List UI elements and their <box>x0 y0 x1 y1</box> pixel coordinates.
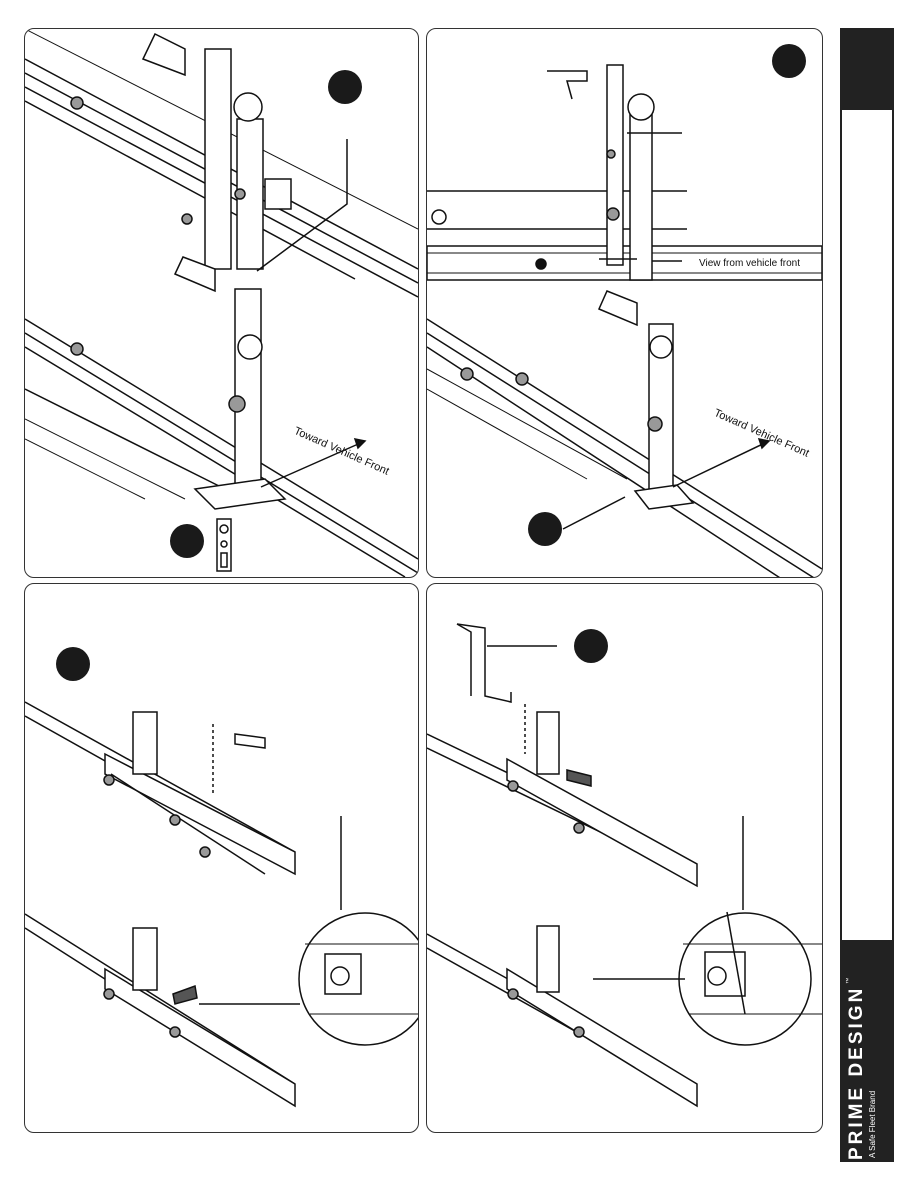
step-callout-1 <box>328 70 362 104</box>
panel-top-left: Toward Vehicle Front <box>24 28 419 578</box>
side-tab-header <box>840 28 894 110</box>
brand-name: PRIME DESIGN <box>846 985 867 1160</box>
illustration-clamp-install <box>25 647 418 1108</box>
step-callout-4 <box>528 512 562 546</box>
step-callout-3 <box>772 44 806 78</box>
brand-tagline: A Safe Fleet Brand <box>868 1090 877 1158</box>
brand-block <box>840 940 894 1162</box>
illustration-bracket-install <box>427 623 822 1108</box>
step-callout-6 <box>574 629 608 663</box>
panel-top-right: View from vehicle front Toward Vehicle F… <box>426 28 823 578</box>
brand-logo: PRIME DESIGN™ A Safe Fleet Brand <box>846 950 877 1160</box>
view-label: View from vehicle front <box>699 258 800 269</box>
illustration-upper-mount <box>25 29 418 577</box>
illustration-front-view <box>427 44 822 577</box>
trademark: ™ <box>846 977 852 984</box>
step-callout-2 <box>170 524 204 558</box>
panel-bottom-right <box>426 583 823 1133</box>
side-tab-frame <box>840 82 894 1162</box>
panel-bottom-left <box>24 583 419 1133</box>
step-callout-5 <box>56 647 90 681</box>
